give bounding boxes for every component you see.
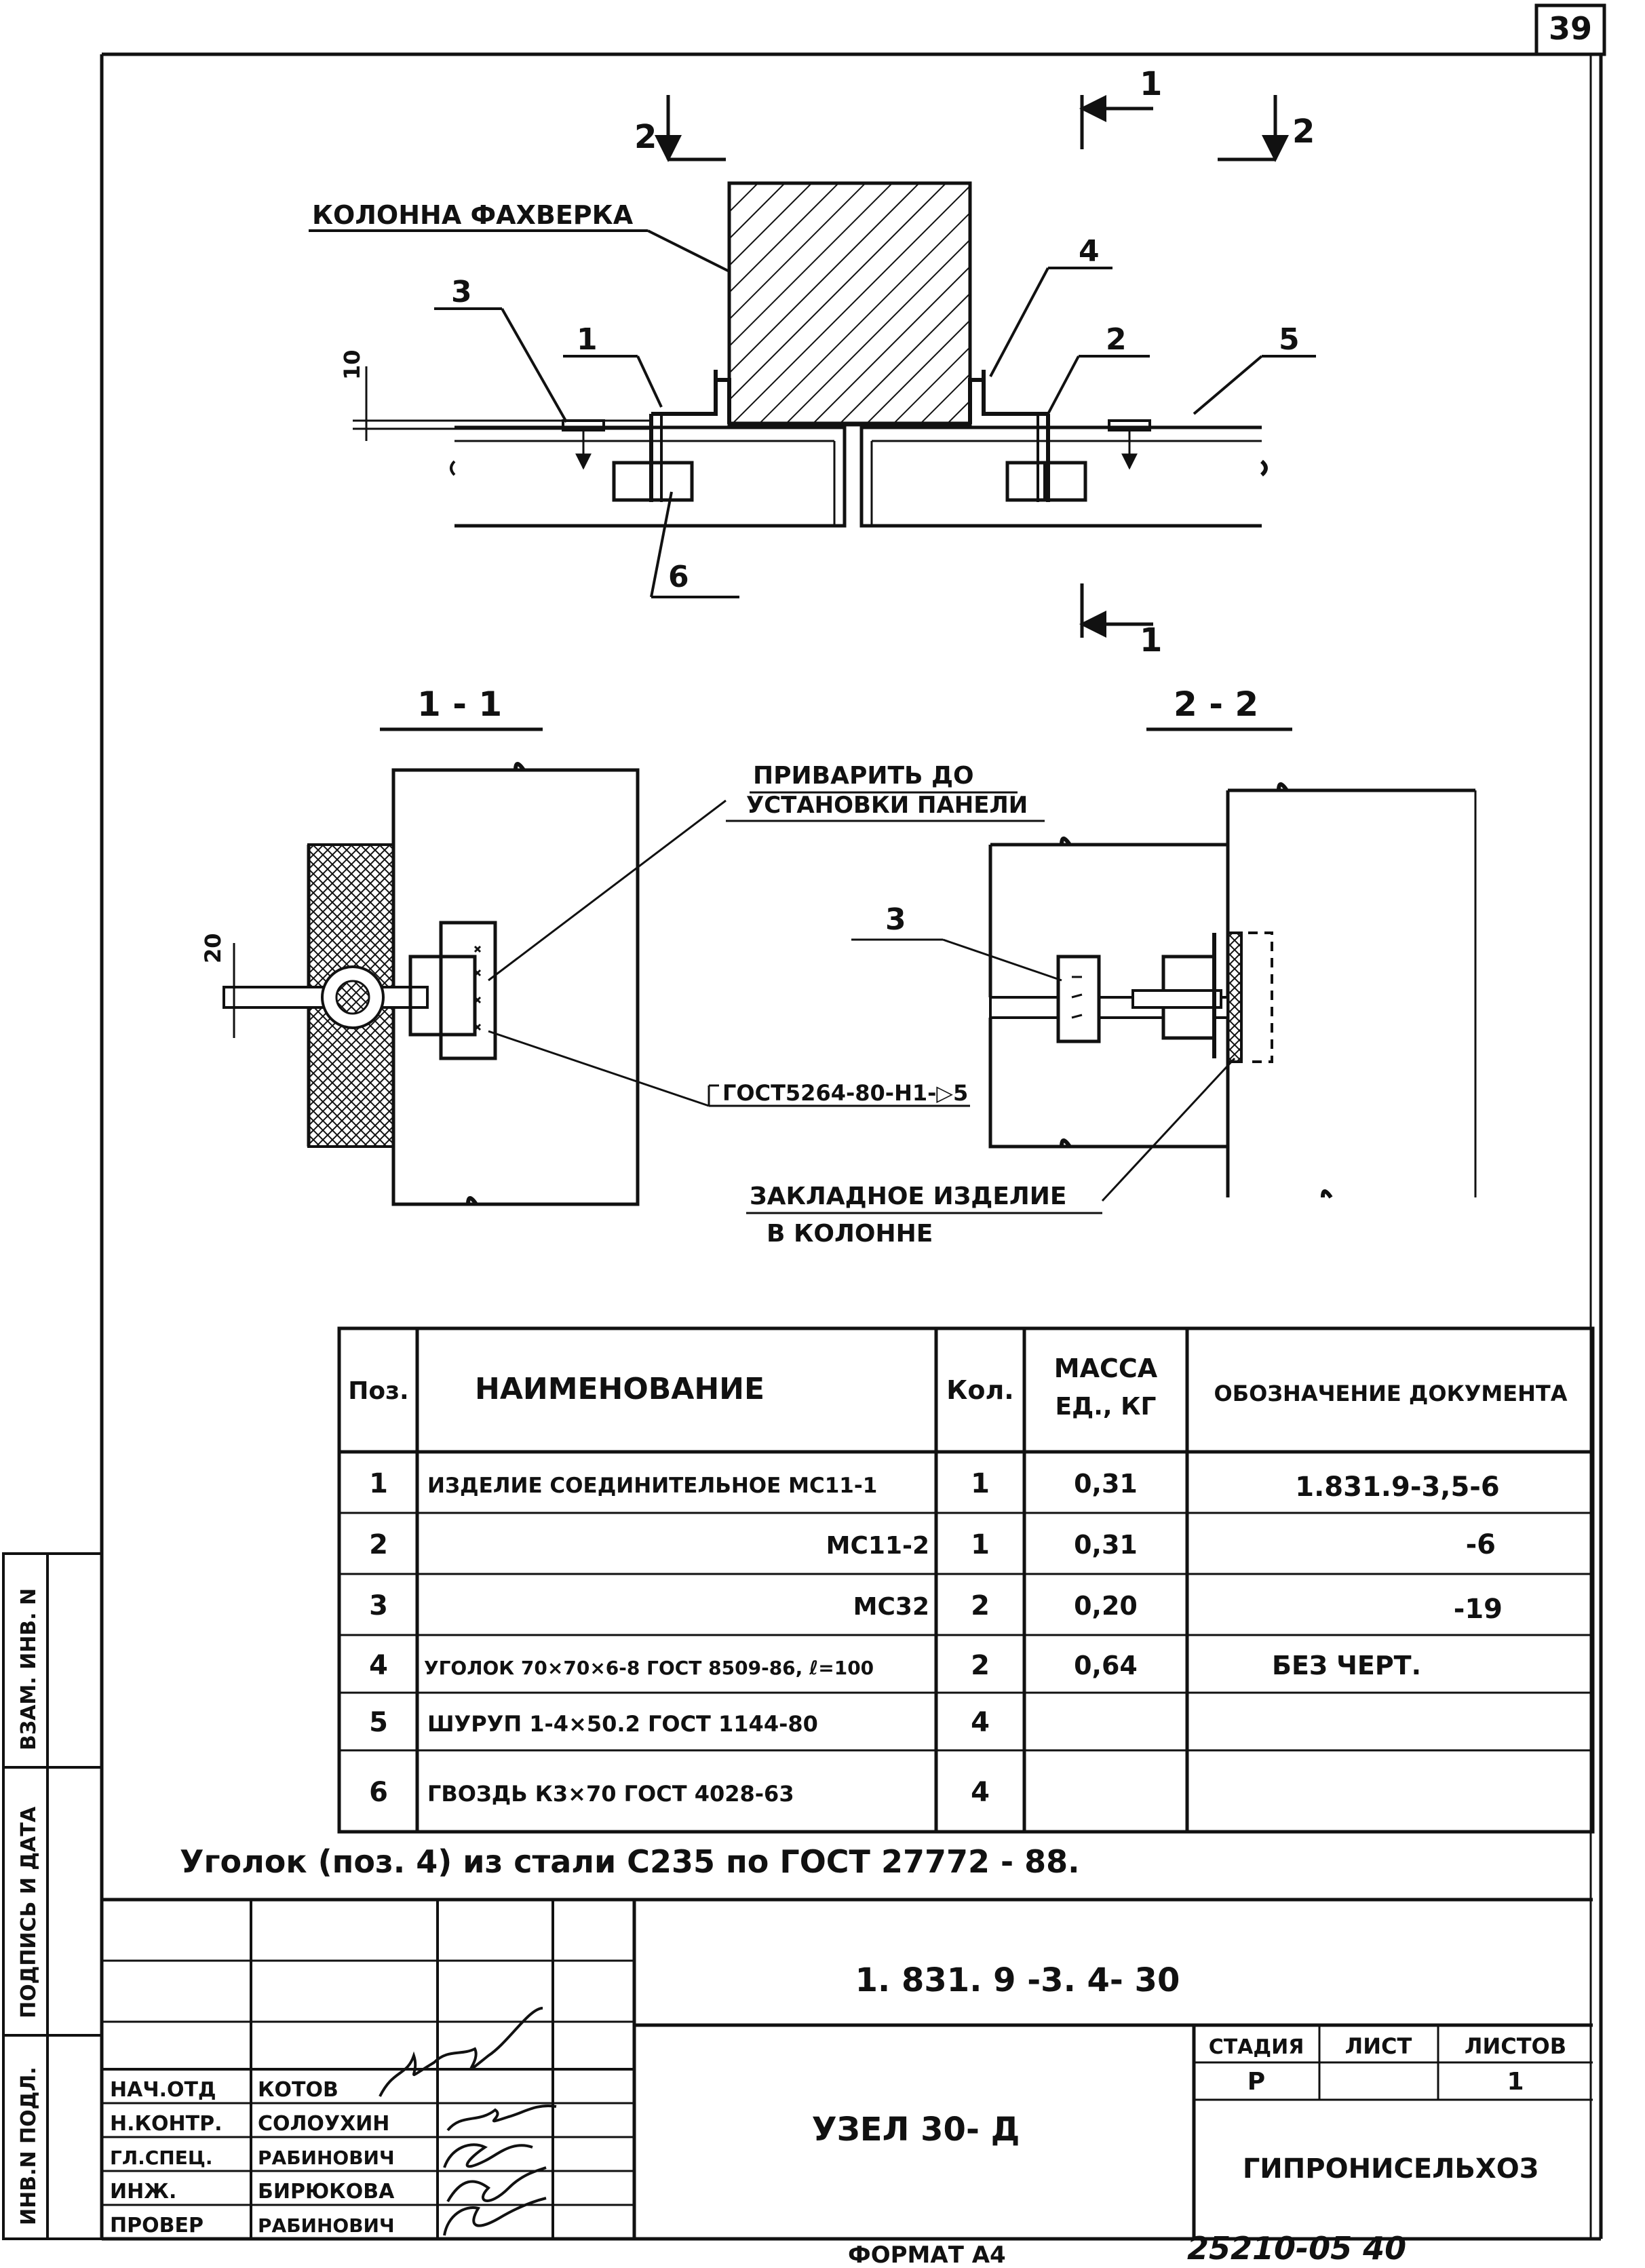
table-row: 1 ИЗДЕЛИЕ СОЕДИНИТЕЛЬНОЕ МС11-1 1 0,31 1… <box>369 1468 1500 1503</box>
th-name: НАИМЕНОВАНИЕ <box>475 1372 765 1406</box>
row-4-qty: 2 <box>971 1650 990 1681</box>
weld-standard: ГОСТ5264-80-Н1-▷5 <box>722 1080 968 1106</box>
row-4-mass: 0,64 <box>1074 1651 1138 1680</box>
callout-6: 6 <box>668 560 689 594</box>
row-2-doc: -6 <box>1466 1529 1496 1560</box>
embedded-line1: ЗАКЛАДНОЕ ИЗДЕЛИЕ <box>750 1183 1067 1210</box>
name-3: РАБИНОВИЧ <box>258 2147 395 2169</box>
row-1-mass: 0,31 <box>1074 1469 1138 1499</box>
embedded-line2: В КОЛОННЕ <box>767 1220 933 1248</box>
th-mass-1: МАССА <box>1054 1353 1158 1383</box>
dim-10: 10 <box>339 349 365 380</box>
row-4-name: УГОЛОК 70×70×6-8 ГОСТ 8509-86, ℓ=100 <box>424 1657 874 1679</box>
row-1-name: ИЗДЕЛИЕ СОЕДИНИТЕЛЬНОЕ МС11-1 <box>427 1474 877 1498</box>
section-mark-1-bottom: 1 <box>1140 621 1162 659</box>
th-mass-2: ЕД., КГ <box>1056 1393 1157 1421</box>
table-row: 6 ГВОЗДЬ К3×70 ГОСТ 4028-63 4 <box>369 1777 990 1808</box>
sheets-value: 1 <box>1507 2068 1524 2096</box>
name-5: РАБИНОВИЧ <box>258 2214 395 2237</box>
signatories: НАЧ.ОТД КОТОВ Н.КОНТР. СОЛОУХИН ГЛ.СПЕЦ.… <box>110 2078 395 2237</box>
section-2-2-drawing <box>851 782 1477 1202</box>
row-5-qty: 4 <box>971 1707 990 1738</box>
name-1: КОТОВ <box>258 2078 338 2102</box>
row-6-qty: 4 <box>971 1777 990 1808</box>
section-1-1-title: 1 - 1 <box>417 685 502 724</box>
row-3-mass: 0,20 <box>1074 1591 1138 1621</box>
callout-2: 2 <box>1106 322 1127 357</box>
table-row: 5 ШУРУП 1-4×50.2 ГОСТ 1144-80 4 <box>369 1707 990 1738</box>
table-row: 4 УГОЛОК 70×70×6-8 ГОСТ 8509-86, ℓ=100 2… <box>369 1650 1421 1681</box>
sheets-label: ЛИСТОВ <box>1465 2033 1566 2059</box>
section-1-1-drawing <box>222 762 970 1206</box>
row-5-pos: 5 <box>369 1707 388 1738</box>
row-5-name: ШУРУП 1-4×50.2 ГОСТ 1144-80 <box>427 1711 818 1737</box>
spec-table-grid <box>337 1326 1595 1834</box>
row-2-mass: 0,31 <box>1074 1530 1138 1560</box>
stage-value: Р <box>1247 2068 1265 2096</box>
row-3-pos: 3 <box>369 1590 388 1621</box>
dim-20: 20 <box>200 933 226 963</box>
side-stamp-grid <box>2 1552 103 2240</box>
callout-5: 5 <box>1279 322 1300 357</box>
th-pos: Поз. <box>348 1377 408 1405</box>
side-sign-date: ПОДПИСЬ И ДАТА <box>17 1806 41 2018</box>
name-4: БИРЮКОВА <box>258 2180 395 2204</box>
row-4-doc: БЕЗ ЧЕРТ. <box>1272 1651 1421 1680</box>
row-3-doc: -19 <box>1454 1594 1503 1625</box>
side-vzam: ВЗАМ. ИНВ. N <box>17 1588 41 1750</box>
row-1-doc: 1.831.9-3,5-6 <box>1295 1472 1499 1503</box>
organization: ГИПРОНИСЕЛЬХОЗ <box>1243 2153 1538 2185</box>
row-2-name: МС11-2 <box>826 1532 929 1560</box>
spec-table-rows: 1 ИЗДЕЛИЕ СОЕДИНИТЕЛЬНОЕ МС11-1 1 0,31 1… <box>369 1468 1503 1808</box>
row-1-qty: 1 <box>971 1468 990 1499</box>
role-3: ГЛ.СПЕЦ. <box>110 2147 212 2169</box>
column-fachwerk <box>727 181 972 426</box>
sheet-number: 39 <box>1549 10 1592 47</box>
th-doc: ОБОЗНАЧЕНИЕ ДОКУМЕНТА <box>1214 1381 1568 1406</box>
weld-note-line2: УСТАНОВКИ ПАНЕЛИ <box>746 792 1028 819</box>
weld-note-line1: ПРИВАРИТЬ ДО <box>753 762 974 790</box>
name-2: СОЛОУХИН <box>258 2112 389 2136</box>
row-6-name: ГВОЗДЬ К3×70 ГОСТ 4028-63 <box>427 1781 794 1807</box>
row-2-pos: 2 <box>369 1529 388 1560</box>
handwritten-signatures <box>379 2007 557 2236</box>
designation: 1. 831. 9 -3. 4- 30 <box>855 1961 1180 1999</box>
role-2: Н.КОНТР. <box>110 2112 222 2136</box>
th-qty: Кол. <box>946 1375 1013 1405</box>
row-1-pos: 1 <box>369 1468 388 1499</box>
row-6-pos: 6 <box>369 1777 388 1808</box>
plan-view <box>309 95 1316 638</box>
role-1: НАЧ.ОТД <box>110 2078 216 2102</box>
role-5: ПРОВЕР <box>110 2214 204 2237</box>
table-row: 2 МС11-2 1 0,31 -6 <box>369 1529 1496 1560</box>
format-label: ФОРМАТ А4 <box>848 2242 1006 2268</box>
table-row: 3 МС32 2 0,20 -19 <box>369 1590 1503 1625</box>
side-inv-orig: ИНВ.N ПОДЛ. <box>17 2067 41 2225</box>
drawing-title: УЗЕЛ 30- Д <box>812 2111 1020 2149</box>
callout-1: 1 <box>577 322 598 357</box>
callout-3-section-2: 3 <box>885 902 906 937</box>
archive-number: 25210-05 40 <box>1187 2230 1406 2267</box>
stage-label: СТАДИЯ <box>1209 2035 1304 2059</box>
row-4-pos: 4 <box>369 1650 388 1681</box>
material-note: Уголок (поз. 4) из стали С235 по ГОСТ 27… <box>180 1843 1080 1880</box>
section-2-2-title: 2 - 2 <box>1174 685 1258 724</box>
callout-3: 3 <box>451 275 472 309</box>
sheet-label: ЛИСТ <box>1345 2033 1412 2059</box>
row-2-qty: 1 <box>971 1529 990 1560</box>
row-3-qty: 2 <box>971 1590 990 1621</box>
column-label: КОЛОННА ФАХВЕРКА <box>312 200 634 230</box>
row-3-name: МС32 <box>853 1593 929 1621</box>
role-4: ИНЖ. <box>110 2180 176 2204</box>
title-block-grid <box>102 1898 1593 2239</box>
section-mark-2-left: 2 <box>634 118 657 156</box>
section-mark-2-right: 2 <box>1292 113 1315 151</box>
section-mark-1-top: 1 <box>1140 65 1162 103</box>
callout-4: 4 <box>1079 234 1100 269</box>
